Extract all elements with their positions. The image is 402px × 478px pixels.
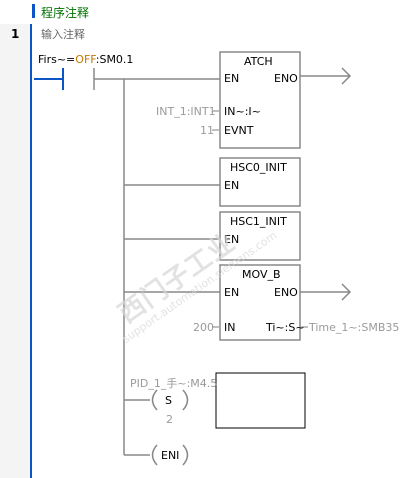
mov-name: MOV_B bbox=[242, 268, 281, 281]
mov-in-value[interactable]: 200 bbox=[193, 321, 214, 334]
power-rail bbox=[30, 24, 32, 478]
mov-in-pin: IN bbox=[224, 321, 236, 334]
set-coil-type: S bbox=[165, 394, 172, 407]
mov-eno: ENO bbox=[274, 286, 298, 299]
mov-en: EN bbox=[224, 286, 240, 299]
hsc0-en: EN bbox=[224, 179, 240, 192]
contact-label[interactable]: Firs~=OFF:SM0.1 bbox=[38, 53, 133, 66]
network-gutter bbox=[0, 24, 30, 478]
atch-in1-pin: IN~:I~ bbox=[224, 105, 261, 118]
atch-evnt-value[interactable]: 11 bbox=[200, 124, 214, 137]
title-marker bbox=[32, 4, 35, 18]
eni-coil-label: ENI bbox=[161, 449, 180, 462]
atch-en: EN bbox=[224, 72, 240, 85]
program-comment-title[interactable]: 程序注释 bbox=[41, 6, 90, 20]
network-number[interactable]: 1 bbox=[11, 27, 20, 41]
mov-out-value[interactable]: Time_1~:SMB35 bbox=[309, 321, 400, 334]
atch-in1-value[interactable]: INT_1:INT1 bbox=[156, 105, 216, 118]
set-coil-count: 2 bbox=[166, 413, 173, 426]
atch-name: ATCH bbox=[244, 55, 273, 68]
mov-out-pin: Ti~:S~ bbox=[266, 321, 305, 334]
atch-eno: ENO bbox=[274, 72, 298, 85]
title-bar: 程序注释 bbox=[0, 0, 402, 22]
contact-address: :SM0.1 bbox=[95, 53, 134, 66]
network-comment[interactable]: 输入注释 bbox=[41, 28, 85, 41]
hsc0-name: HSC0_INIT bbox=[230, 161, 287, 174]
set-coil-label[interactable]: PID_1_手~:M4.5 bbox=[130, 377, 218, 390]
hsc1-name: HSC1_INIT bbox=[230, 215, 287, 228]
contact-state: OFF bbox=[75, 53, 96, 66]
hsc1-en: EN bbox=[224, 233, 240, 246]
contact-symbol: Firs~= bbox=[38, 53, 76, 66]
atch-evnt-pin: EVNT bbox=[224, 124, 254, 137]
